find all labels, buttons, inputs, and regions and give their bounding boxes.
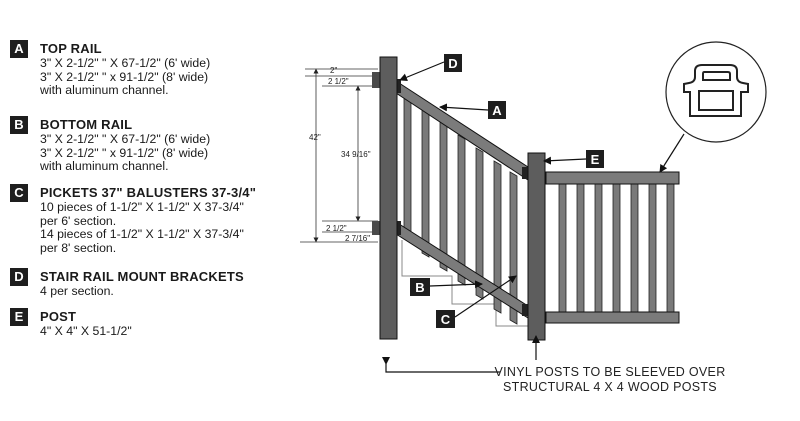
level-balusters (558, 183, 675, 313)
note-line-1: VINYL POSTS TO BE SLEEVED OVER (494, 365, 725, 379)
legend-line: with aluminum channel. (40, 159, 169, 174)
bracket-bottom-right (522, 304, 530, 316)
legend-line: 4 per section. (40, 284, 114, 298)
legend-details-brackets: 4 per section. (40, 284, 114, 299)
bracket-top-right (522, 167, 530, 179)
dim-top-gap: 2" (330, 66, 337, 75)
legend-line: 4" X 4" X 51-1/2" (40, 324, 132, 338)
legend-line: with aluminum channel. (40, 83, 169, 98)
legend-details-bottom-rail: 3" X 2-1/2" " X 67-1/2" (6' wide) 3" X 2… (40, 132, 211, 174)
legend-line: 3" X 2-1/2" " x 91-1/2" (8' wide) (40, 145, 209, 160)
callout-tag-b: B (410, 278, 430, 296)
left-post (379, 56, 398, 340)
legend-details-pickets: 10 pieces of 1-1/2" X 1-1/2" X 37-3/4" p… (40, 200, 244, 255)
leader-bracket (399, 61, 445, 82)
leader-pickets (454, 275, 517, 318)
rail-profile-detail (665, 41, 767, 143)
stair-steps (401, 240, 532, 327)
legend-line: 3" X 2-1/2" " x 91-1/2" (8' wide) (40, 69, 209, 84)
level-section (545, 171, 680, 324)
legend-badge-a: A (10, 40, 28, 58)
top-rail-stub (372, 72, 380, 88)
note-line-2: STRUCTURAL 4 X 4 WOOD POSTS (503, 380, 717, 394)
callout-a-text: A (492, 103, 502, 118)
legend-badge-b: B (10, 116, 28, 134)
legend-line: 10 pieces of 1-1/2" X 1-1/2" X 37-3/4" (40, 200, 244, 214)
legend-title-brackets: STAIR RAIL MOUNT BRACKETS (40, 269, 244, 284)
legend-badge-d: D (10, 268, 28, 286)
legend-line: 3" X 2-1/2" " X 67-1/2" (6' wide) (40, 132, 211, 146)
dim-bottom-gap: 2 7/16" (345, 234, 370, 243)
dimension-lines (300, 68, 378, 243)
legend-details-top-rail: 3" X 2-1/2" " X 67-1/2" (6' wide) 3" X 2… (40, 56, 211, 98)
callout-e-text: E (591, 152, 600, 167)
callout-tag-a: A (488, 101, 506, 119)
legend-badge-c: C (10, 184, 28, 202)
leader-profile (659, 133, 685, 173)
legend-title-pickets: PICKETS 37" BALUSTERS 37-3/4" (40, 185, 257, 200)
dim-bottom-rail: 2 1/2" (326, 224, 347, 233)
legend-title-top-rail: TOP RAIL (40, 41, 102, 56)
callout-tag-d: D (444, 54, 462, 72)
leader-bottom-rail (429, 280, 483, 289)
stair-balusters (403, 94, 518, 325)
leader-post (543, 156, 587, 165)
level-top-rail (545, 171, 680, 185)
legend-badge-e: E (10, 308, 28, 326)
legend-line: per 8' section. (40, 240, 117, 255)
level-bottom-rail (545, 311, 680, 324)
callout-leaders (382, 61, 685, 373)
dim-top-rail: 2 1/2" (328, 77, 349, 86)
legend-details-post: 4" X 4" X 51-1/2" (40, 324, 132, 339)
legend-line: per 6' section. (40, 213, 117, 228)
dim-baluster-span: 34 9/16" (341, 150, 371, 159)
callout-c-text: C (441, 312, 451, 327)
legend-line: 14 pieces of 1-1/2" X 1-1/2" X 37-3/4" (40, 227, 244, 242)
bottom-rail-stub (372, 221, 380, 235)
leader-note-left (382, 357, 500, 373)
leader-top-rail (439, 103, 489, 112)
legend-title-bottom-rail: BOTTOM RAIL (40, 117, 133, 132)
right-post (527, 152, 546, 341)
legend-title-post: POST (40, 309, 77, 324)
dim-overall-height: 42" (309, 133, 321, 142)
callout-d-text: D (448, 56, 457, 71)
legend-line: 3" X 2-1/2" " X 67-1/2" (6' wide) (40, 56, 211, 70)
callout-tag-c: C (436, 310, 455, 328)
callout-b-text: B (415, 280, 424, 295)
callout-tag-e: E (586, 150, 604, 168)
